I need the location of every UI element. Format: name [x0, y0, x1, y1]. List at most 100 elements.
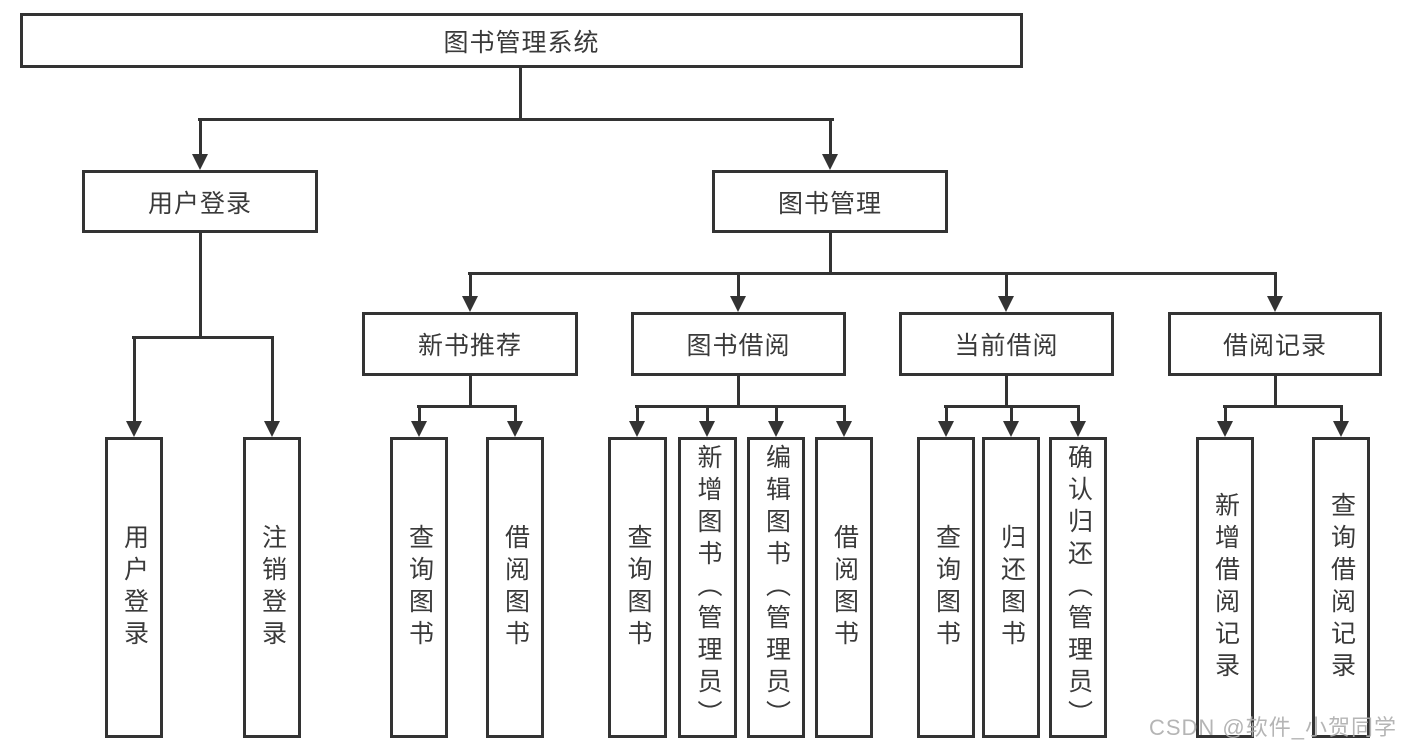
- arrow-to-book-borrow: [730, 272, 746, 312]
- leaf-add-borrow-record: 新增借阅记录: [1196, 437, 1254, 738]
- connector-root-stem: [519, 68, 522, 120]
- arrow-shaft: [132, 336, 136, 423]
- leaf-borrow-book-label: 借阅图书: [830, 523, 859, 652]
- arrow-leaf: [836, 405, 852, 437]
- arrow-shaft: [1009, 405, 1013, 423]
- leaf-query-book-borrow-label: 查询图书: [624, 523, 652, 652]
- arrow-shaft: [828, 118, 832, 156]
- arrow-to-borrow-records: [1267, 272, 1283, 312]
- arrowhead-icon: [822, 154, 838, 170]
- arrowhead-icon: [1070, 421, 1086, 437]
- node-library-system-label: 图书管理系统: [443, 28, 600, 57]
- arrow-leaf: [1217, 405, 1233, 437]
- connector-user-login-stem: [199, 233, 202, 338]
- arrowhead-icon: [836, 421, 852, 437]
- arrow-shaft: [417, 405, 421, 423]
- arrowhead-icon: [938, 421, 954, 437]
- arrow-leaf: [411, 405, 427, 437]
- arrow-to-book-management: [822, 118, 838, 170]
- arrowhead-icon: [126, 421, 142, 437]
- leaf-borrow-book: 借阅图书: [815, 437, 873, 738]
- leaf-return-book-label: 归还图书: [997, 523, 1026, 652]
- node-book-borrow-label: 图书借阅: [686, 332, 791, 360]
- arrow-shaft: [468, 272, 472, 298]
- arrow-shaft: [1004, 272, 1008, 298]
- arrow-shaft: [944, 405, 948, 423]
- leaf-edit-book-admin-label: 编辑图书（管理员）: [762, 443, 791, 732]
- leaf-query-book-recommend-label: 查询图书: [405, 523, 434, 652]
- node-book-management: 图书管理: [712, 170, 948, 233]
- arrow-leaf: [507, 405, 523, 437]
- arrow-leaf: [938, 405, 954, 437]
- node-borrow-records: 借阅记录: [1168, 312, 1382, 376]
- connector-book-management-stem: [829, 233, 832, 274]
- arrow-leaf: [1333, 405, 1349, 437]
- arrowhead-icon: [1267, 296, 1283, 312]
- arrowhead-icon: [1333, 421, 1349, 437]
- arrow-leaf: [1003, 405, 1019, 437]
- arrowhead-icon: [411, 421, 427, 437]
- node-user-login-label: 用户登录: [147, 189, 252, 218]
- connector-new-book-stem: [469, 376, 472, 407]
- arrow-shaft: [1076, 405, 1080, 423]
- arrowhead-icon: [998, 296, 1014, 312]
- node-book-management-label: 图书管理: [777, 189, 882, 218]
- arrowhead-icon: [462, 296, 478, 312]
- leaf-query-borrow-record-label: 查询借阅记录: [1327, 491, 1356, 684]
- connector-current-borrow-stem: [1005, 376, 1008, 407]
- arrow-shaft: [1223, 405, 1227, 423]
- node-library-system: 图书管理系统: [20, 13, 1023, 68]
- arrow-to-user-login: [192, 118, 208, 170]
- arrow-shaft: [774, 405, 778, 423]
- node-borrow-records-label: 借阅记录: [1222, 332, 1327, 360]
- connector-new-book-branch: [417, 405, 517, 408]
- node-current-borrow-label: 当前借阅: [954, 332, 1059, 360]
- arrow-shaft: [736, 272, 740, 298]
- connector-book-management-branch: [468, 272, 1276, 275]
- arrow-shaft: [513, 405, 517, 423]
- arrow-shaft: [270, 336, 274, 423]
- connector-user-login-branch: [132, 336, 273, 339]
- arrow-shaft: [705, 405, 709, 423]
- node-new-book-recommend: 新书推荐: [362, 312, 578, 376]
- arrowhead-icon: [768, 421, 784, 437]
- arrowhead-icon: [730, 296, 746, 312]
- arrow-to-leaf-logout: [264, 336, 280, 437]
- leaf-query-book-borrow: 查询图书: [608, 437, 667, 738]
- arrowhead-icon: [192, 154, 208, 170]
- arrow-leaf: [629, 405, 645, 437]
- connector-root-branch: [198, 118, 834, 121]
- node-book-borrow: 图书借阅: [631, 312, 846, 376]
- node-user-login: 用户登录: [82, 170, 318, 233]
- leaf-add-book-admin: 新增图书（管理员）: [678, 437, 737, 738]
- connector-borrow-records-stem: [1274, 376, 1277, 407]
- leaf-edit-book-admin: 编辑图书（管理员）: [747, 437, 805, 738]
- connector-book-borrow-branch: [635, 405, 846, 408]
- leaf-query-book-current-label: 查询图书: [932, 523, 961, 652]
- leaf-add-book-admin-label: 新增图书（管理员）: [694, 443, 722, 732]
- leaf-confirm-return-admin-label: 确认归还（管理员）: [1064, 443, 1093, 732]
- leaf-confirm-return-admin: 确认归还（管理员）: [1049, 437, 1107, 738]
- arrowhead-icon: [1003, 421, 1019, 437]
- node-current-borrow: 当前借阅: [899, 312, 1114, 376]
- arrowhead-icon: [629, 421, 645, 437]
- leaf-logout: 注销登录: [243, 437, 301, 738]
- arrow-leaf: [1070, 405, 1086, 437]
- arrow-shaft: [1339, 405, 1343, 423]
- connector-borrow-records-branch: [1223, 405, 1343, 408]
- arrow-leaf: [768, 405, 784, 437]
- arrowhead-icon: [264, 421, 280, 437]
- arrowhead-icon: [1217, 421, 1233, 437]
- arrow-shaft: [635, 405, 639, 423]
- arrowhead-icon: [507, 421, 523, 437]
- leaf-borrow-book-recommend: 借阅图书: [486, 437, 544, 738]
- arrow-shaft: [1273, 272, 1277, 298]
- leaf-borrow-book-recommend-label: 借阅图书: [501, 523, 530, 652]
- leaf-query-book-recommend: 查询图书: [390, 437, 448, 738]
- leaf-user-login-label: 用户登录: [120, 523, 149, 652]
- leaf-return-book: 归还图书: [982, 437, 1040, 738]
- leaf-logout-label: 注销登录: [258, 523, 287, 652]
- arrow-leaf: [699, 405, 715, 437]
- arrow-to-current-borrow: [998, 272, 1014, 312]
